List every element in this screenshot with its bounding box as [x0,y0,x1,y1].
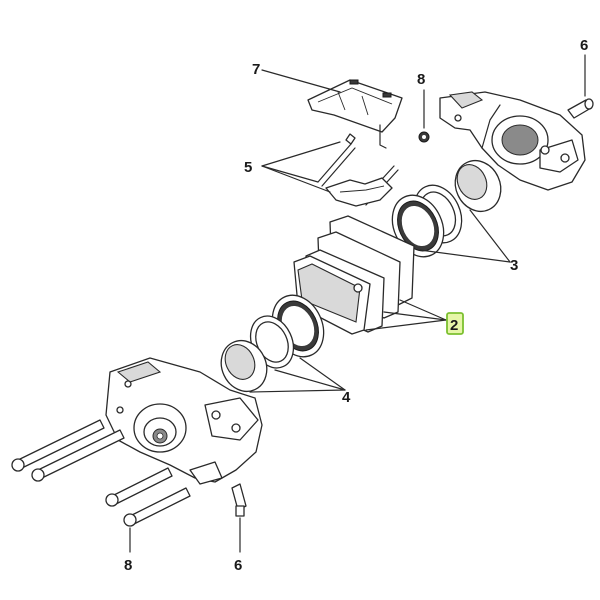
brake-pads [293,215,447,335]
upper-caliper-half [439,91,586,191]
callout-label-plate: 7 [252,61,260,78]
callout-label-pins: 5 [244,159,252,176]
callout-label-lower-bleeder: 6 [234,557,242,574]
lower-long-bolts [11,419,125,482]
callout-label-upper-bleeder: 6 [580,37,588,54]
upper-bleeder-valve [567,54,594,119]
pins-and-spring [261,133,399,207]
highlight-box-pads [446,312,464,335]
callout-label-upper-bolts: 8 [417,71,425,88]
lower-piston-seals [220,294,346,393]
anti-rattle-plate [261,69,403,149]
callout-label-upper-pistons: 3 [510,257,518,274]
callout-label-lower-bolts: 8 [124,557,132,574]
callout-label-pads: 2 [450,317,458,334]
lower-caliper-half [105,357,263,485]
lower-bleeder-valve [231,483,247,553]
upper-washer [418,89,430,143]
lower-short-bolts [105,467,191,553]
callout-label-lower-pistons: 4 [342,389,351,406]
